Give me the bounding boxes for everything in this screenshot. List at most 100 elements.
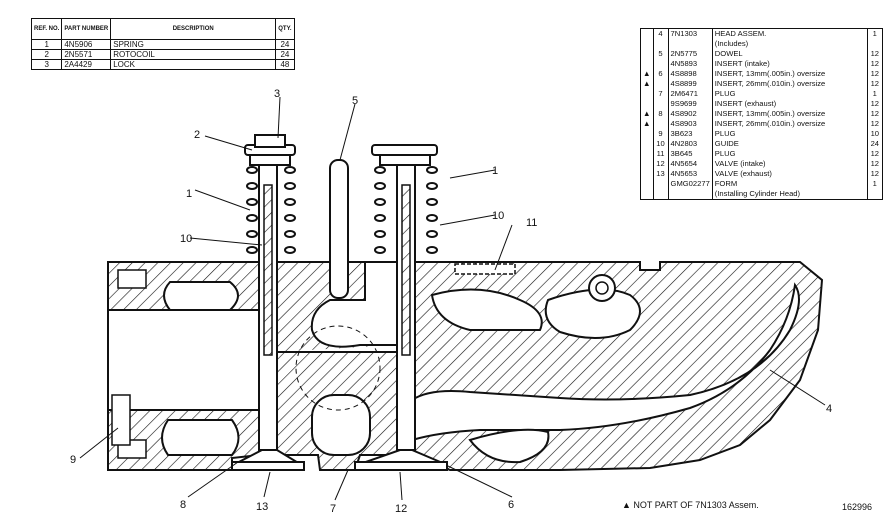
mark-cell [641, 129, 654, 139]
part-cell: 4S8898 [667, 69, 713, 79]
part-cell: 4S8899 [667, 79, 713, 89]
mark-cell [641, 29, 654, 40]
leader-lines [79, 96, 826, 501]
mark-cell [641, 49, 654, 59]
table-header-row: REF. NO. PART NUMBER DESCRIPTION QTY. [30, 18, 295, 40]
part-cell: 4N5906 [61, 39, 112, 50]
qty-cell: 1 [866, 179, 883, 189]
header-part-number: PART NUMBER [61, 18, 112, 40]
head-cavities [107, 261, 800, 464]
qty-cell [866, 189, 883, 200]
mark-cell [641, 59, 654, 69]
threaded-plug-right [588, 274, 616, 302]
callout-9: 9 [70, 454, 76, 466]
ref-cell [652, 59, 669, 69]
desc-cell: VALVE (intake) [711, 159, 868, 169]
part-cell: 9S9699 [667, 99, 713, 109]
desc-cell: HEAD ASSEM. [711, 28, 868, 39]
qty-cell: 12 [866, 169, 883, 179]
desc-cell: ROTOCOIL [110, 49, 277, 60]
desc-cell: GUIDE [711, 139, 868, 149]
callout-3: 3 [274, 88, 280, 100]
qty-cell: 12 [866, 49, 883, 59]
ref-cell: 12 [652, 159, 669, 169]
part-cell: 7N1303 [667, 28, 713, 39]
table-row: 2 2N5571 ROTOCOIL 24 [30, 49, 295, 60]
desc-cell: INSERT, 13mm(.005in.) oversize [711, 69, 868, 79]
footnote: ▲ NOT PART OF 7N1303 Assem. [622, 500, 759, 510]
desc-cell: INSERT, 26mm(.010in.) oversize [711, 79, 868, 89]
callout-10-left: 10 [180, 233, 192, 245]
qty-cell: 12 [866, 59, 883, 69]
spring-parts-table: REF. NO. PART NUMBER DESCRIPTION QTY. 1 … [30, 18, 295, 70]
part-cell: 2N5775 [667, 49, 713, 59]
ref-cell: 13 [652, 169, 669, 179]
ref-cell: 8 [652, 109, 669, 119]
mark-cell [641, 189, 654, 200]
qty-cell: 1 [866, 89, 883, 99]
ref-cell: 10 [652, 139, 669, 149]
ref-cell: 11 [652, 149, 669, 159]
desc-cell: INSERT, 26mm(.010in.) oversize [711, 119, 868, 129]
callout-4: 4 [826, 403, 832, 415]
ref-cell [652, 79, 669, 89]
mark-cell [641, 169, 654, 179]
ref-cell [652, 179, 669, 189]
header-ref-no: REF. NO. [30, 18, 63, 40]
qty-cell: 12 [866, 69, 883, 79]
callout-12: 12 [395, 503, 407, 515]
valve-springs [246, 166, 438, 254]
desc-cell: PLUG [711, 149, 868, 159]
qty-cell: 12 [866, 159, 883, 169]
qty-cell: 24 [275, 49, 295, 60]
qty-cell: 12 [866, 119, 883, 129]
dashed-bore-circle [295, 325, 381, 411]
callout-10-right: 10 [492, 210, 504, 222]
part-cell: 2N5571 [61, 49, 112, 60]
header-description: DESCRIPTION [110, 18, 277, 40]
callout-6: 6 [508, 499, 514, 511]
mark-cell: ▲ [643, 69, 651, 78]
desc-cell: VALVE (exhaust) [711, 169, 868, 179]
part-cell: 4S8902 [667, 109, 713, 119]
callout-11: 11 [526, 217, 537, 229]
part-cell [667, 39, 713, 49]
ref-cell: 5 [652, 49, 669, 59]
mark-cell [641, 39, 654, 49]
plug-11 [454, 263, 516, 275]
threaded-plug-left [111, 269, 147, 459]
ref-cell [652, 39, 669, 49]
callout-1-left: 1 [186, 188, 192, 200]
part-cell: 2A4429 [61, 59, 112, 70]
qty-cell: 24 [275, 39, 295, 50]
part-cell: 3B645 [667, 149, 713, 159]
part-cell: 4N5653 [667, 169, 713, 179]
ref-cell: 4 [652, 28, 669, 39]
ref-cell: 7 [652, 89, 669, 99]
table-row: 3 2A4429 LOCK 48 [30, 59, 295, 70]
mark-cell: ▲ [643, 79, 651, 88]
callout-5: 5 [352, 95, 358, 107]
part-cell: 4N5654 [667, 159, 713, 169]
right-valve-assembly [354, 144, 448, 471]
figure-number: 162996 [842, 502, 873, 512]
ref-cell: 6 [652, 69, 669, 79]
part-cell: 4N2803 [667, 139, 713, 149]
qty-cell: 12 [866, 149, 883, 159]
ref-cell: 2 [30, 49, 63, 60]
